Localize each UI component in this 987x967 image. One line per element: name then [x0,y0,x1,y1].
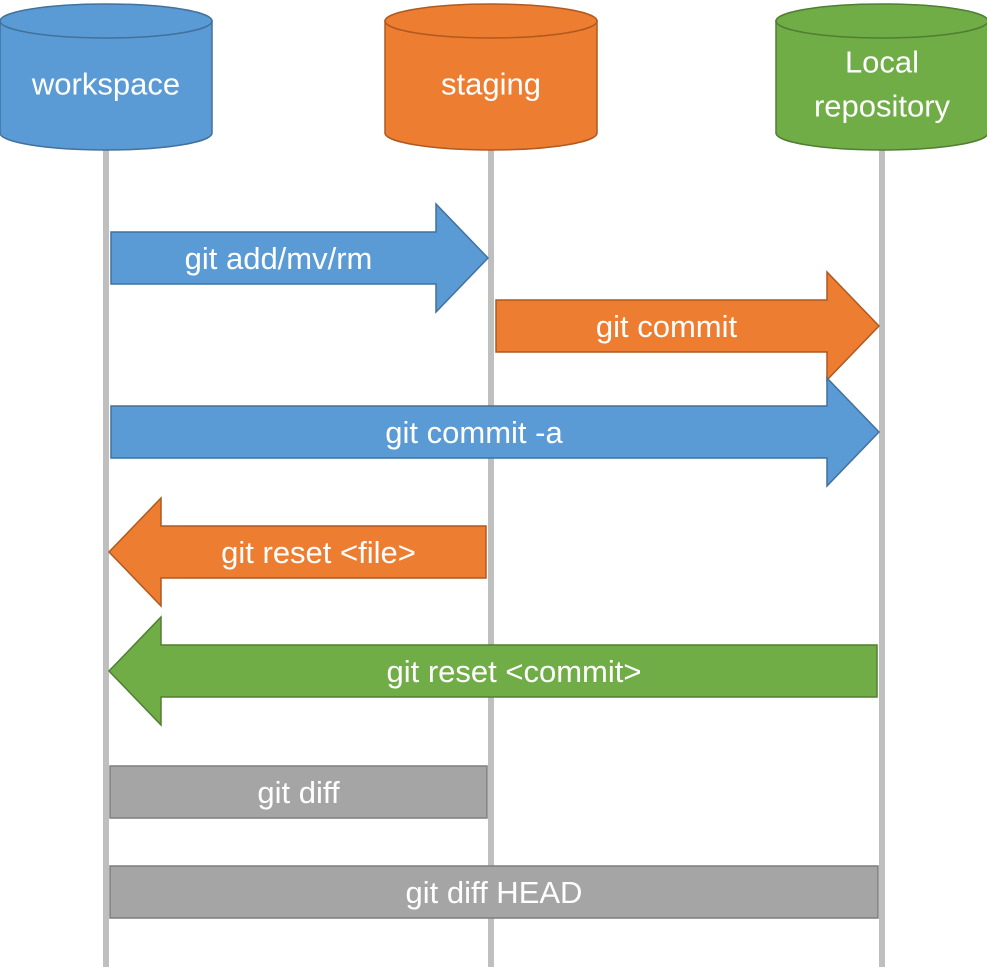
staging-cylinder-body [384,20,598,151]
staging-label: staging [441,67,541,102]
git-add-arrow [110,202,490,314]
git-diff-label: git diff [257,775,340,810]
git-commit-arrow [495,270,881,382]
git-reset-file-arrow [107,496,487,608]
workspace-cylinder-top [0,3,213,39]
git-diff-bar [109,765,488,819]
workspace-cylinder-body [0,20,213,151]
git-commit-group: git commit [495,270,881,382]
git-diff-head-label: git diff HEAD [406,875,583,910]
git-add-label: git add/mv/rm [185,241,373,276]
git-reset-commit-label: git reset <commit> [387,654,642,689]
git-commit-label: git commit [596,309,738,344]
local-repository-label: repository [814,89,951,124]
git-add-group: git add/mv/rm [110,202,490,314]
staging-node: staging [384,3,598,151]
local-repository-node: Local repository [775,3,987,151]
git-reset-file-group: git reset <file> [107,496,487,608]
staging-cylinder-top [384,3,598,39]
git-diff-head-bar [109,865,879,919]
git-commit-a-label: git commit -a [385,415,563,450]
git-reset-commit-arrow [107,615,878,727]
git-diff-group: git diff [109,765,488,819]
git-reset-commit-group: git reset <commit> [107,615,878,727]
git-reset-file-label: git reset <file> [221,535,416,570]
workspace-label: workspace [31,67,180,102]
git-commit-a-group: git commit -a [110,376,881,488]
local-repository-label: Local [845,45,919,80]
git-diff-head-group: git diff HEAD [109,865,879,919]
local-repository-cylinder-top [775,3,987,39]
local-repository-cylinder-body [775,20,987,151]
workspace-node: workspace [0,3,213,151]
git-commit-a-arrow [110,376,881,488]
